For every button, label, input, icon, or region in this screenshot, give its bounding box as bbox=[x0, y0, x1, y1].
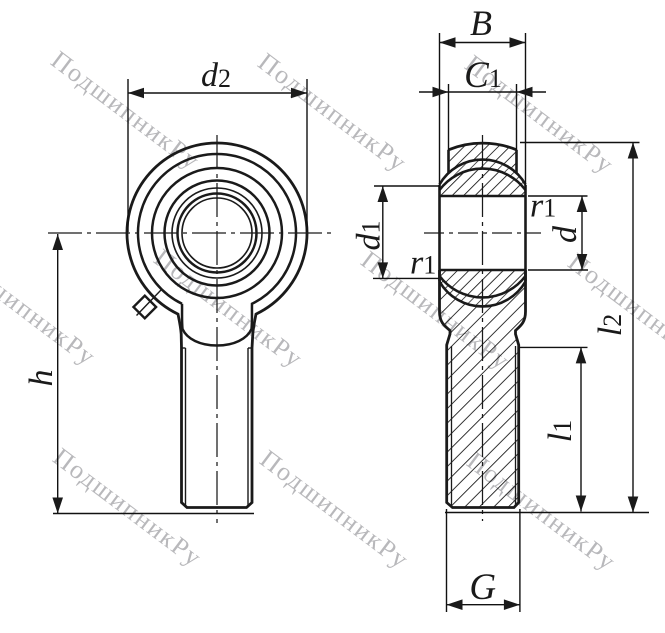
svg-text:l1: l1 bbox=[542, 420, 579, 442]
svg-text:d: d bbox=[547, 225, 584, 243]
svg-text:G: G bbox=[469, 567, 496, 608]
svg-text:l2: l2 bbox=[592, 314, 629, 336]
svg-text:h: h bbox=[23, 370, 60, 387]
svg-text:d1: d1 bbox=[351, 221, 388, 251]
svg-text:d2: d2 bbox=[201, 57, 231, 94]
svg-text:r1: r1 bbox=[410, 245, 436, 282]
svg-text:B: B bbox=[470, 3, 492, 43]
svg-text:r1: r1 bbox=[530, 188, 556, 225]
